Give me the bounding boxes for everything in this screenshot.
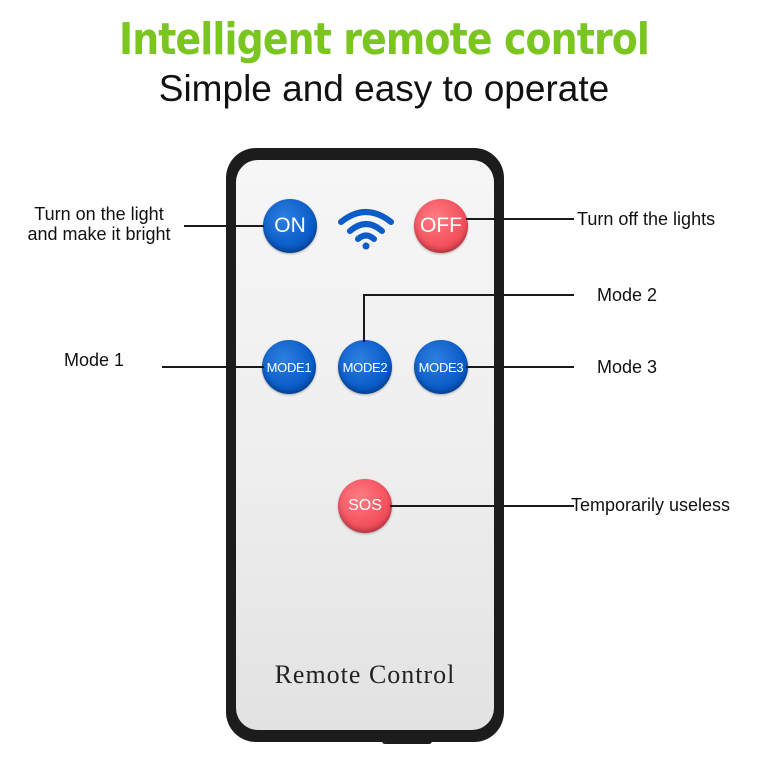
off-leader-line xyxy=(466,218,574,220)
mode2-button[interactable]: MODE2 xyxy=(338,340,392,394)
wifi-signal-icon xyxy=(338,209,394,250)
mode3-leader-line xyxy=(466,366,574,368)
mode1-callout: Mode 1 xyxy=(64,350,125,370)
sos-leader-line xyxy=(390,505,574,507)
mode3-callout: Mode 3 xyxy=(597,357,658,377)
mode2-leader-drop xyxy=(363,294,365,342)
subheadline: Simple and easy to operate xyxy=(158,68,610,109)
mode3-button[interactable]: MODE3 xyxy=(414,340,468,394)
mode1-button[interactable]: MODE1 xyxy=(262,340,316,394)
headline: Intelligent remote control xyxy=(118,14,650,65)
sos-callout: Temporarily useless xyxy=(571,495,731,515)
remote-face-panel: Remote Control xyxy=(236,160,494,730)
mode2-callout: Mode 2 xyxy=(597,285,658,305)
on-callout-line2: and make it bright xyxy=(27,224,171,244)
mode1-leader-line xyxy=(162,366,264,368)
on-callout-line1: Turn on the light xyxy=(34,204,164,224)
sos-button[interactable]: SOS xyxy=(338,479,392,533)
on-button[interactable]: ON xyxy=(263,199,317,253)
remote-brand-label: Remote Control xyxy=(274,660,456,689)
off-button[interactable]: OFF xyxy=(414,199,468,253)
on-callout: Turn on the light and make it bright xyxy=(8,204,190,244)
remote-bottom-notch xyxy=(382,738,432,744)
mode2-leader-line xyxy=(364,294,574,296)
off-callout: Turn off the lights xyxy=(577,209,716,229)
on-leader-line xyxy=(184,225,264,227)
